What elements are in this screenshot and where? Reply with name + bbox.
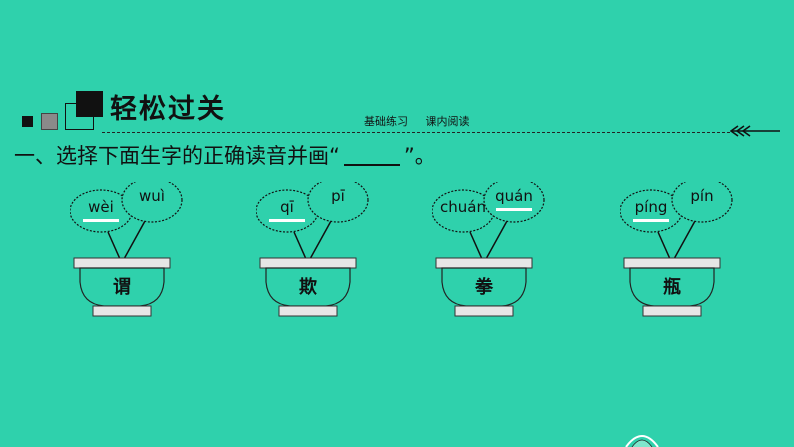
pinyin-balloon [307, 182, 369, 223]
flower-stem [107, 231, 121, 260]
section-title: 轻松过关 [110, 94, 226, 125]
pot-character: 谓 [113, 277, 131, 298]
question-text-after: ”。 [403, 144, 436, 168]
flowerpot-item: chuán quán 拳 [432, 182, 552, 322]
flowerpot-item: qī pī 欺 [256, 182, 376, 322]
pinyin-balloon [671, 182, 733, 223]
tab-basic-practice: 基础练习 [364, 115, 408, 128]
header-square-small-black [22, 116, 33, 127]
flower-stem [657, 231, 671, 260]
pinyin-balloon [121, 182, 183, 223]
tab-in-class-reading: 课内阅读 [425, 115, 470, 128]
flower-stem [485, 220, 508, 260]
pinyin-option[interactable]: quán [495, 187, 533, 205]
pinyin-option[interactable]: wuì [139, 187, 165, 205]
decoration-icon [625, 435, 659, 447]
pot-character: 欺 [299, 277, 317, 298]
pot-character: 拳 [475, 277, 493, 298]
flower-stem [309, 220, 332, 260]
flowerpot-item: wèi wuì 谓 [70, 182, 190, 322]
flower-stem [293, 231, 307, 260]
answer-blank [343, 163, 400, 166]
flower-stem [469, 231, 483, 260]
pot-rim [435, 257, 533, 269]
flower-stem [123, 220, 146, 260]
pinyin-option[interactable]: pín [690, 187, 714, 205]
header-square-gray [41, 113, 58, 130]
answer-underline [496, 208, 532, 211]
question-text-before: 一、选择下面生字的正确读音并画“ [14, 144, 340, 168]
pot-character: 瓶 [663, 277, 681, 298]
pot-base [278, 305, 338, 317]
question-text: 一、选择下面生字的正确读音并画“ ”。 [14, 146, 436, 167]
pot-base [642, 305, 702, 317]
answer-underline [633, 219, 669, 222]
pinyin-option[interactable]: chuán [440, 198, 486, 216]
flowerpot-drawing [432, 182, 545, 317]
pinyin-option[interactable]: qī [280, 198, 294, 216]
pinyin-option[interactable]: pī [331, 187, 345, 205]
flowerpot-item: píng pín 瓶 [620, 182, 740, 322]
pot-rim [259, 257, 357, 269]
flower-stem [673, 220, 696, 260]
header-square-black [76, 91, 103, 117]
pot-base [454, 305, 514, 317]
section-header: 轻松过关 基础练习 课内阅读 [0, 0, 794, 140]
pot-rim [73, 257, 171, 269]
pot-base [92, 305, 152, 317]
section-tabs: 基础练习 课内阅读 [364, 116, 470, 127]
pot-rim [623, 257, 721, 269]
pinyin-option[interactable]: wèi [88, 198, 114, 216]
answer-underline [269, 219, 305, 222]
arrow-ornament-icon [730, 125, 780, 137]
header-dashed-rule [102, 132, 730, 133]
pinyin-option[interactable]: píng [634, 198, 668, 216]
pinyin-balloon [483, 182, 545, 223]
answer-underline [83, 219, 119, 222]
